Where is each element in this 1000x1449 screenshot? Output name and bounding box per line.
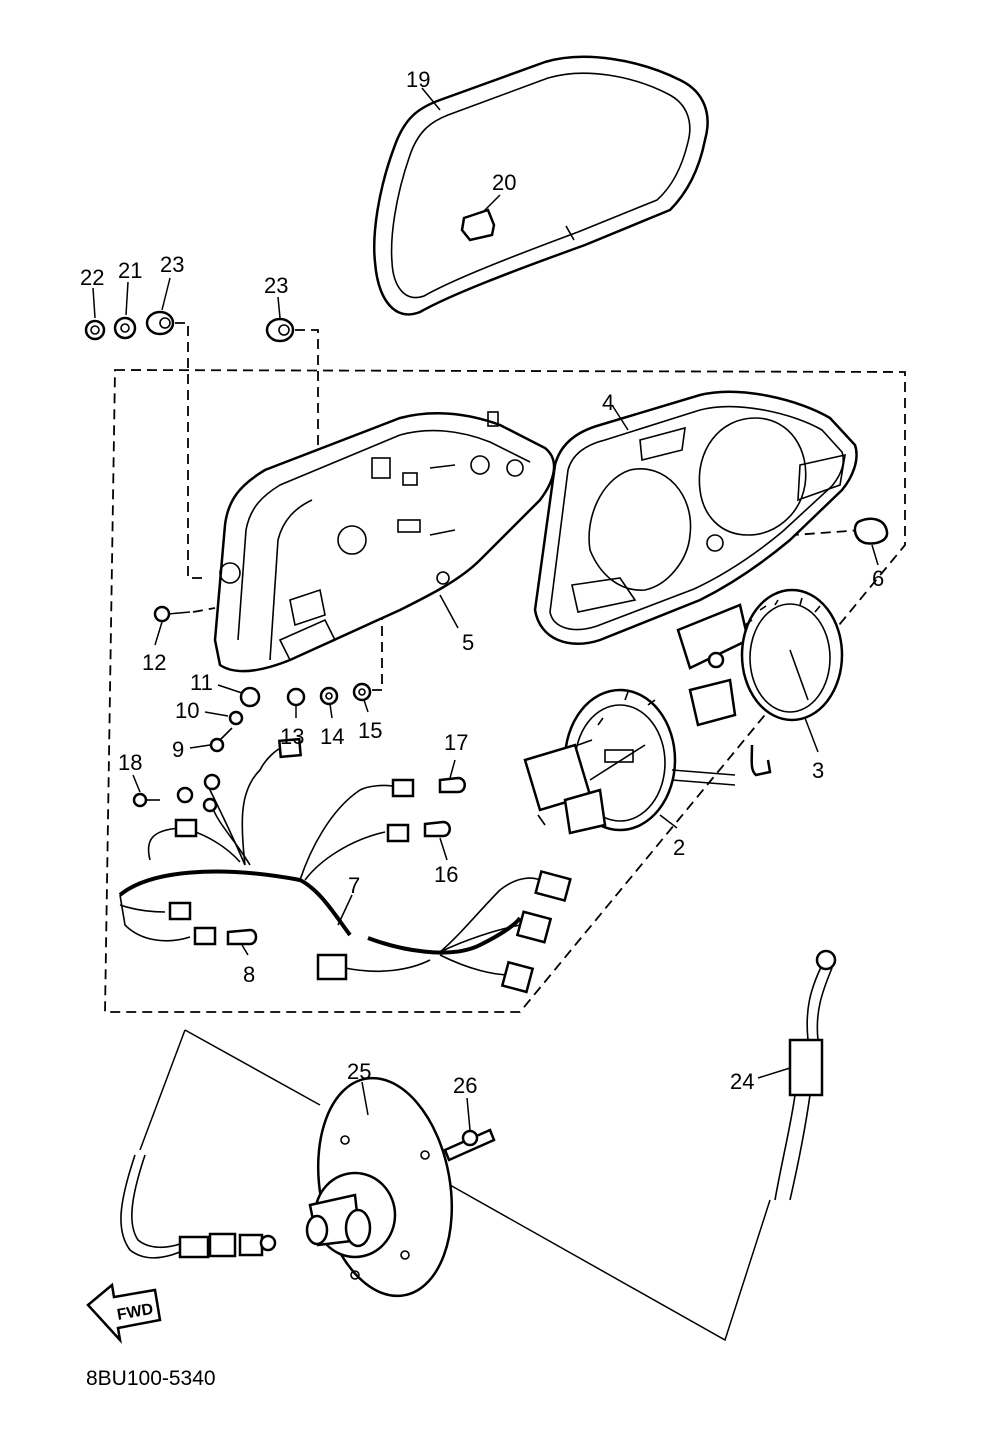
- tachometer-part: [676, 588, 844, 777]
- grommet-part: [265, 317, 295, 343]
- washer-small-part-2: [319, 686, 339, 706]
- direction-label: FWD: [116, 1301, 155, 1324]
- callout-label: 22: [80, 265, 104, 290]
- callout-label: 6: [872, 566, 884, 591]
- bulb-part: [438, 776, 466, 794]
- callout-label: 17: [444, 730, 468, 755]
- callout-label: 21: [118, 258, 142, 283]
- speedometer-part: [523, 688, 736, 835]
- rubber-pad-part: [460, 208, 496, 242]
- callout-label: 13: [280, 724, 304, 749]
- callout-label: 24: [730, 1069, 754, 1094]
- callout-label: 10: [175, 698, 199, 723]
- leader-lines: [92, 87, 879, 1131]
- callout-label: 16: [434, 862, 458, 887]
- callout-label: 8: [243, 962, 255, 987]
- callout-label: 23: [264, 273, 288, 298]
- callout-label: 5: [462, 630, 474, 655]
- callout-labels: 19 20 22 21 23 23 4 6 5 12 11 10 9 13 14…: [80, 67, 884, 1098]
- collar-part: [239, 686, 261, 708]
- nut-small-part: [352, 682, 372, 702]
- nut-part: [84, 319, 106, 341]
- callout-label: 18: [118, 750, 142, 775]
- callout-label: 20: [492, 170, 516, 195]
- gear-unit-part: [305, 1076, 454, 1298]
- callout-label: 4: [602, 390, 614, 415]
- screw-small-part: [209, 727, 233, 753]
- callout-label: 2: [673, 835, 685, 860]
- callout-label: 11: [190, 670, 213, 695]
- speedometer-cable-part: [774, 949, 837, 1201]
- screw-ground-part: [132, 792, 160, 808]
- callout-label: 25: [347, 1059, 371, 1084]
- meter-cover-part: [373, 55, 709, 316]
- grommet-small-part: [286, 687, 306, 707]
- assembly-boundary: [104, 369, 906, 1013]
- callout-label: 23: [160, 252, 184, 277]
- sensor-cable-part: [120, 1154, 277, 1259]
- washer-part: [113, 316, 137, 340]
- callout-label: 19: [406, 67, 430, 92]
- callout-label: 3: [812, 758, 824, 783]
- bolt-part: [443, 1128, 496, 1162]
- callout-label: 26: [453, 1073, 477, 1098]
- callout-label: 14: [320, 724, 344, 749]
- callout-label: 12: [142, 650, 166, 675]
- bulb-part: [423, 820, 451, 838]
- wire-harness-part: [118, 737, 572, 994]
- grommet-part: [145, 310, 175, 336]
- bulb-part: [226, 928, 258, 946]
- callout-label: 9: [172, 737, 184, 762]
- drawing-code: 8BU100-5340: [86, 1367, 216, 1390]
- bulb-cap-part: [853, 517, 889, 545]
- screw-part: [153, 605, 191, 623]
- forward-arrow-icon: FWD: [86, 1282, 162, 1344]
- meter-case-part: [213, 411, 556, 673]
- meter-panel-part: [533, 390, 858, 645]
- callout-label: 7: [348, 873, 360, 898]
- callout-label: 15: [358, 718, 382, 743]
- washer-small-part: [228, 710, 244, 726]
